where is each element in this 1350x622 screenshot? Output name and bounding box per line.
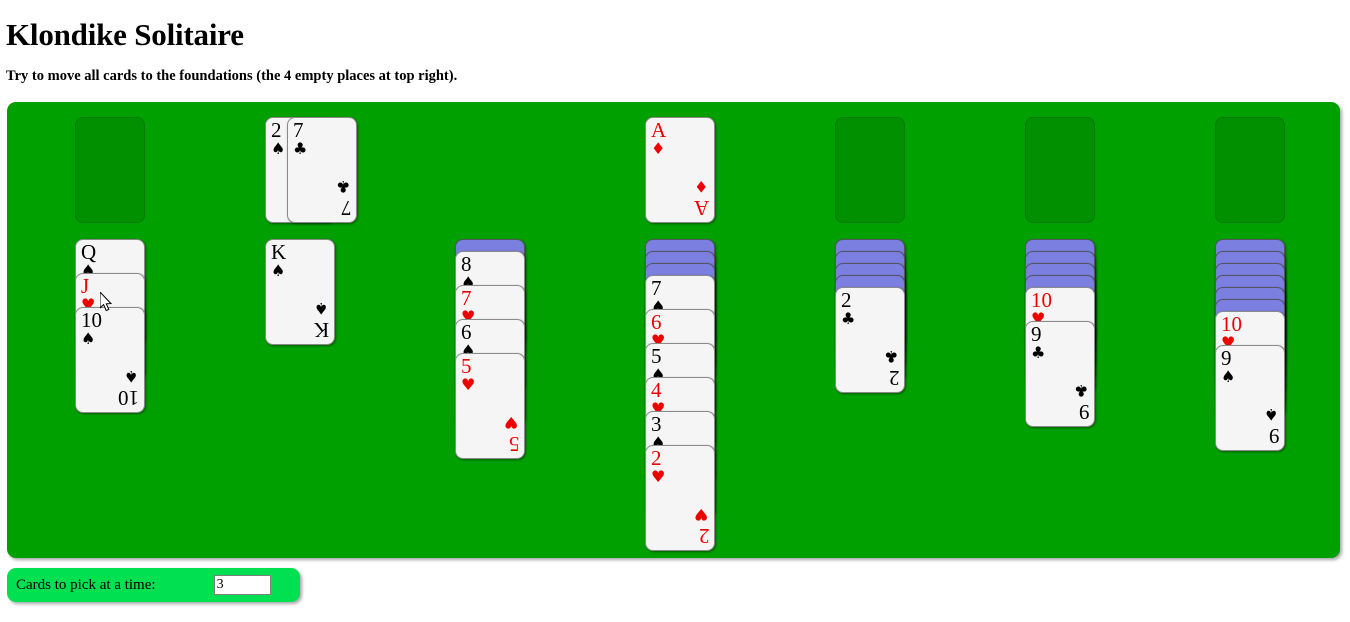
tableau-1-card-10-spades[interactable]: 10♠♠10 (75, 307, 145, 413)
card-suit-diamonds-icon: ♦ (651, 139, 666, 158)
tableau-6-card-9-clubs[interactable]: 9♣♣9 (1025, 321, 1095, 427)
tableau-7-card-9-spades[interactable]: 9♠♠9 (1215, 345, 1285, 451)
card-rank: 9 (1078, 400, 1090, 424)
card-suit-hearts-icon: ♥ (651, 467, 666, 486)
card-rank: A (693, 196, 709, 220)
card-rank: Q (81, 240, 97, 264)
tableau-5-card-2-clubs[interactable]: 2♣♣2 (835, 287, 905, 393)
card-suit-spades-icon: ♠ (271, 261, 286, 280)
foundation-slot-4[interactable] (1215, 117, 1285, 223)
card-rank: 7 (340, 196, 352, 220)
card-suit-hearts-icon: ♥ (461, 375, 476, 394)
card-rank: 6 (651, 310, 662, 334)
card-suit-spades-icon: ♠ (123, 367, 138, 386)
card-suit-spades-icon: ♠ (1221, 367, 1236, 386)
foundation-slot-3[interactable] (1025, 117, 1095, 223)
card-rank: 2 (698, 524, 710, 548)
card-suit-clubs-icon: ♣ (841, 309, 856, 328)
card-rank: K (271, 240, 287, 264)
cards-to-pick-input[interactable] (213, 575, 271, 595)
stock-pile[interactable] (75, 117, 145, 223)
card-rank: 5 (651, 344, 662, 368)
card-rank: 7 (651, 276, 662, 300)
card-suit-hearts-icon: ♥ (693, 505, 708, 524)
page-title: Klondike Solitaire (6, 17, 244, 52)
card-rank: 10 (81, 308, 102, 332)
page-subtitle: Try to move all cards to the foundations… (6, 68, 458, 84)
card-rank: 2 (271, 118, 282, 142)
card-rank: 9 (1221, 346, 1232, 370)
card-rank: 2 (888, 366, 900, 390)
waste-card-7-clubs[interactable]: 7♣♣7 (287, 117, 357, 223)
card-rank: 2 (651, 446, 662, 470)
foundation-card-A-diamonds[interactable]: A♦♦A (645, 117, 715, 223)
card-rank: 3 (651, 412, 662, 436)
tableau-2-card-K-spades[interactable]: K♠♠K (265, 239, 335, 345)
card-rank: 7 (461, 286, 472, 310)
foundation-slot-2[interactable] (835, 117, 905, 223)
card-rank: 9 (1268, 424, 1280, 448)
card-suit-clubs-icon: ♣ (293, 139, 308, 158)
card-rank: 5 (461, 354, 472, 378)
tableau-3-card-5-hearts[interactable]: 5♥♥5 (455, 353, 525, 459)
game-board[interactable]: 2♠♠27♣♣7A♦♦AQ♠♠QJ♥♥J10♠♠10K♠♠K8♠♠87♥♥76♠… (7, 102, 1340, 558)
card-suit-spades-icon: ♠ (313, 299, 328, 318)
card-suit-diamonds-icon: ♦ (693, 177, 708, 196)
card-suit-spades-icon: ♠ (271, 139, 286, 158)
card-rank: 9 (1031, 322, 1042, 346)
card-suit-spades-icon: ♠ (1263, 405, 1278, 424)
card-suit-clubs-icon: ♣ (1031, 343, 1046, 362)
card-suit-spades-icon: ♠ (81, 329, 96, 348)
card-rank: 4 (651, 378, 662, 402)
card-suit-clubs-icon: ♣ (883, 347, 898, 366)
card-rank: A (651, 118, 667, 142)
cards-to-pick-label: Cards to pick at a time: (16, 576, 156, 593)
card-rank: 10 (1221, 312, 1242, 336)
card-rank: J (81, 274, 90, 298)
tableau-4-card-2-hearts[interactable]: 2♥♥2 (645, 445, 715, 551)
card-rank: 2 (841, 288, 852, 312)
card-rank: K (313, 318, 329, 342)
card-rank: 10 (118, 386, 139, 410)
controls-bar: Cards to pick at a time: (7, 568, 300, 602)
card-suit-clubs-icon: ♣ (335, 177, 350, 196)
card-rank: 10 (1031, 288, 1052, 312)
card-suit-clubs-icon: ♣ (1073, 381, 1088, 400)
card-suit-hearts-icon: ♥ (503, 413, 518, 432)
card-rank: 5 (508, 432, 520, 456)
card-rank: 8 (461, 252, 472, 276)
card-rank: 7 (293, 118, 304, 142)
card-rank: 6 (461, 320, 472, 344)
